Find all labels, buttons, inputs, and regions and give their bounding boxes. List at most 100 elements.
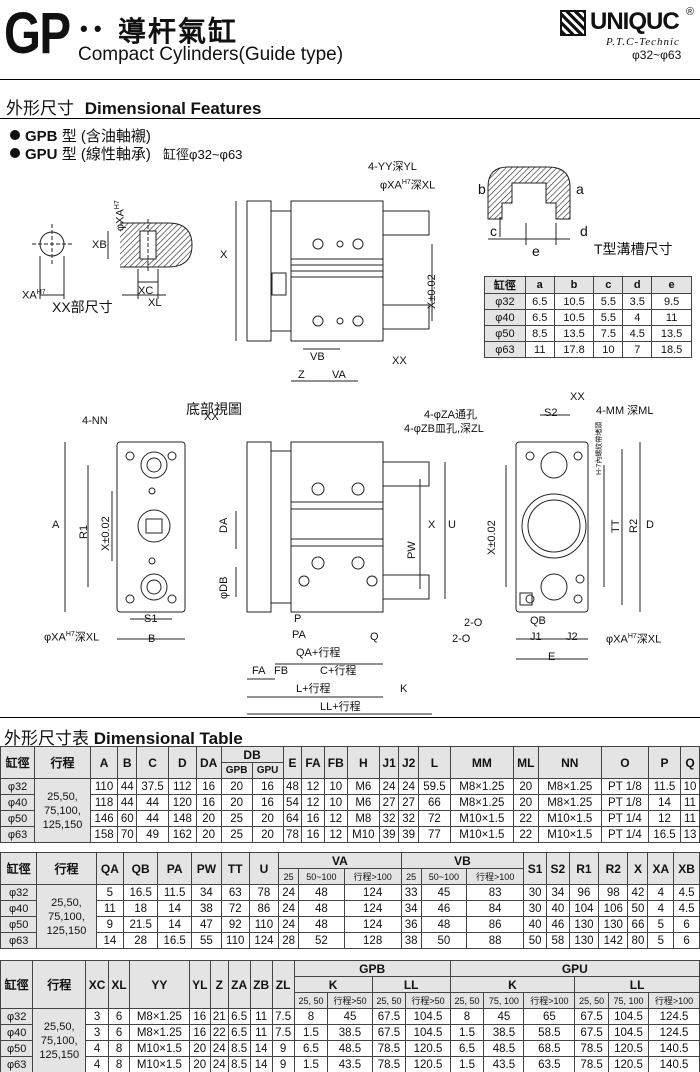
table-header: 缸徑 [0,852,38,885]
table-cell: 146 [89,810,119,827]
label-t-b: b [478,181,486,197]
table-cell: 63.5 [523,1056,576,1072]
table-cell: 10 [323,778,348,795]
label-a: A [52,519,60,531]
table-cell: 22 [512,810,539,827]
table-header: ML [512,746,539,779]
label-t-d: d [580,223,588,239]
table-cell: 78.5 [574,1040,609,1057]
table-cell: 14 [249,1040,273,1057]
label-xx-right: XX [570,391,585,403]
table-cell: 24 [209,1056,229,1072]
table-cell: 6.5 [524,293,555,310]
table-cell: 65 [523,1008,576,1025]
table-cell: 104.5 [405,1024,451,1041]
stroke-cell: 25,50,75,100,125,150 [36,884,97,949]
table-cell: 20 [512,778,539,795]
table-cell: 48.5 [483,1040,525,1057]
label-b: B [148,633,156,645]
table-header: L [417,746,451,779]
label-xa-top: φXAH7深XL [380,179,436,192]
label-r1: R1 [78,524,90,539]
table-cell: 68.5 [523,1040,576,1057]
table-cell: 4.5 [673,884,700,901]
table-header: XL [107,960,131,1009]
table-cell: 4 [85,1056,109,1072]
label-za: 4-φZA通孔 [424,409,477,421]
table-cell: 13.5 [651,325,692,342]
table-header: 缸徑 [0,960,34,1009]
table-cell: 21.5 [123,916,159,933]
table-cell: 16.5 [157,932,193,949]
table-cell: 48.5 [327,1040,373,1057]
table-header: DA [195,746,222,779]
table-cell: 106 [598,900,629,917]
table-cell: 38 [400,932,422,949]
bore-cell: φ40 [0,900,38,917]
table-cell: M8×1.25 [129,1008,190,1025]
table-cell: 44 [136,810,170,827]
bullet-gpu-text: 型 (線性軸承) [61,146,151,163]
label-c: C+行程 [320,665,357,677]
table-cell: 104.5 [405,1008,451,1025]
table-cell: 50 [523,932,547,949]
table-header: c [593,276,624,294]
table-cell: 83 [466,884,525,901]
label-j1: J1 [530,631,542,643]
table-header: YY [129,960,190,1009]
table-cell: 124 [343,916,402,933]
table-cell: M10×1.5 [449,810,514,827]
table-header: J1 [378,746,400,779]
table-cell: 130 [598,916,629,933]
table-cell: 14 [157,900,193,917]
bullet-gpu: GPU 型 (線性軸承) 缸徑φ32~φ63 [10,143,242,164]
label-s2: S2 [544,407,558,419]
label-l: L+行程 [296,683,331,695]
table-cell: 8 [449,1008,485,1025]
table-header: FB [323,746,348,779]
table-cell: 38.5 [327,1024,373,1041]
table-cell: 38 [191,900,222,917]
dim-table-title-zh: 外形尺寸表 [4,729,89,748]
table-cell: 1.5 [293,1024,329,1041]
table-header: P [648,746,681,779]
table-header: J2 [398,746,419,779]
table-header: K [293,976,373,993]
table-cell: 5.5 [593,309,624,326]
table-header: d [622,276,653,294]
table-cell: 7.5 [593,325,624,342]
table-cell: 32 [398,810,419,827]
bullet-gpu-code: GPU [25,146,58,163]
label-x002-left: X±0.02 [100,516,112,551]
label-xa-left: XAH7 [22,289,46,302]
table-cell: 64 [282,810,303,827]
table-cell: 128 [343,932,402,949]
table-cell: 6 [673,932,700,949]
table-cell: 13.5 [553,325,595,342]
table-cell: 38.5 [483,1024,525,1041]
table-cell: 10 [323,794,348,811]
table-cell: 78.5 [371,1056,407,1072]
table-cell: 6.5 [227,1024,251,1041]
table-cell: 47 [191,916,222,933]
table-cell: 25 [220,826,253,843]
table-cell: 9 [95,916,125,933]
bore-cell: φ32 [0,884,38,901]
table-cell: 59.5 [417,778,451,795]
table-cell: 48 [298,884,345,901]
table-header: A [89,746,119,779]
table-cell: M8×1.25 [449,778,514,795]
table-subheader: 行程>100 [648,992,700,1009]
table-cell: 10.5 [553,293,595,310]
table-header: QA [95,852,125,885]
table-cell: 60 [117,810,138,827]
table-cell: 43.5 [327,1056,373,1072]
dim-table-title: 外形尺寸表 Dimensional Table [4,724,243,749]
table-cell: 5 [647,932,675,949]
table-cell: 5 [647,916,675,933]
